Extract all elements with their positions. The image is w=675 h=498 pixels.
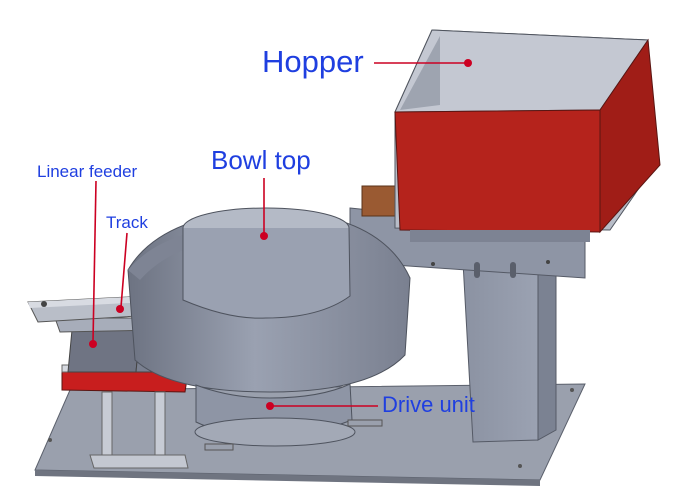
- track-leader-line: [120, 232, 128, 308]
- bowl: [127, 207, 411, 393]
- bowl-top-marker-dot: [260, 232, 268, 240]
- hopper-marker-dot: [464, 59, 472, 67]
- leader-lines: [89, 59, 472, 410]
- drive-unit: [194, 383, 383, 451]
- bowl-top-label: Bowl top: [211, 145, 311, 175]
- hopper-label: Hopper: [262, 44, 364, 79]
- hopper: [394, 29, 661, 242]
- drive-unit-marker-dot: [266, 402, 274, 410]
- drive-unit-label: Drive unit: [382, 392, 475, 417]
- linear-feeder-marker-dot: [89, 340, 97, 348]
- track-label: Track: [106, 213, 148, 232]
- linear-feeder-label: Linear feeder: [37, 162, 138, 181]
- linear-feeder-leader-line: [92, 180, 97, 343]
- track-marker-dot: [116, 305, 124, 313]
